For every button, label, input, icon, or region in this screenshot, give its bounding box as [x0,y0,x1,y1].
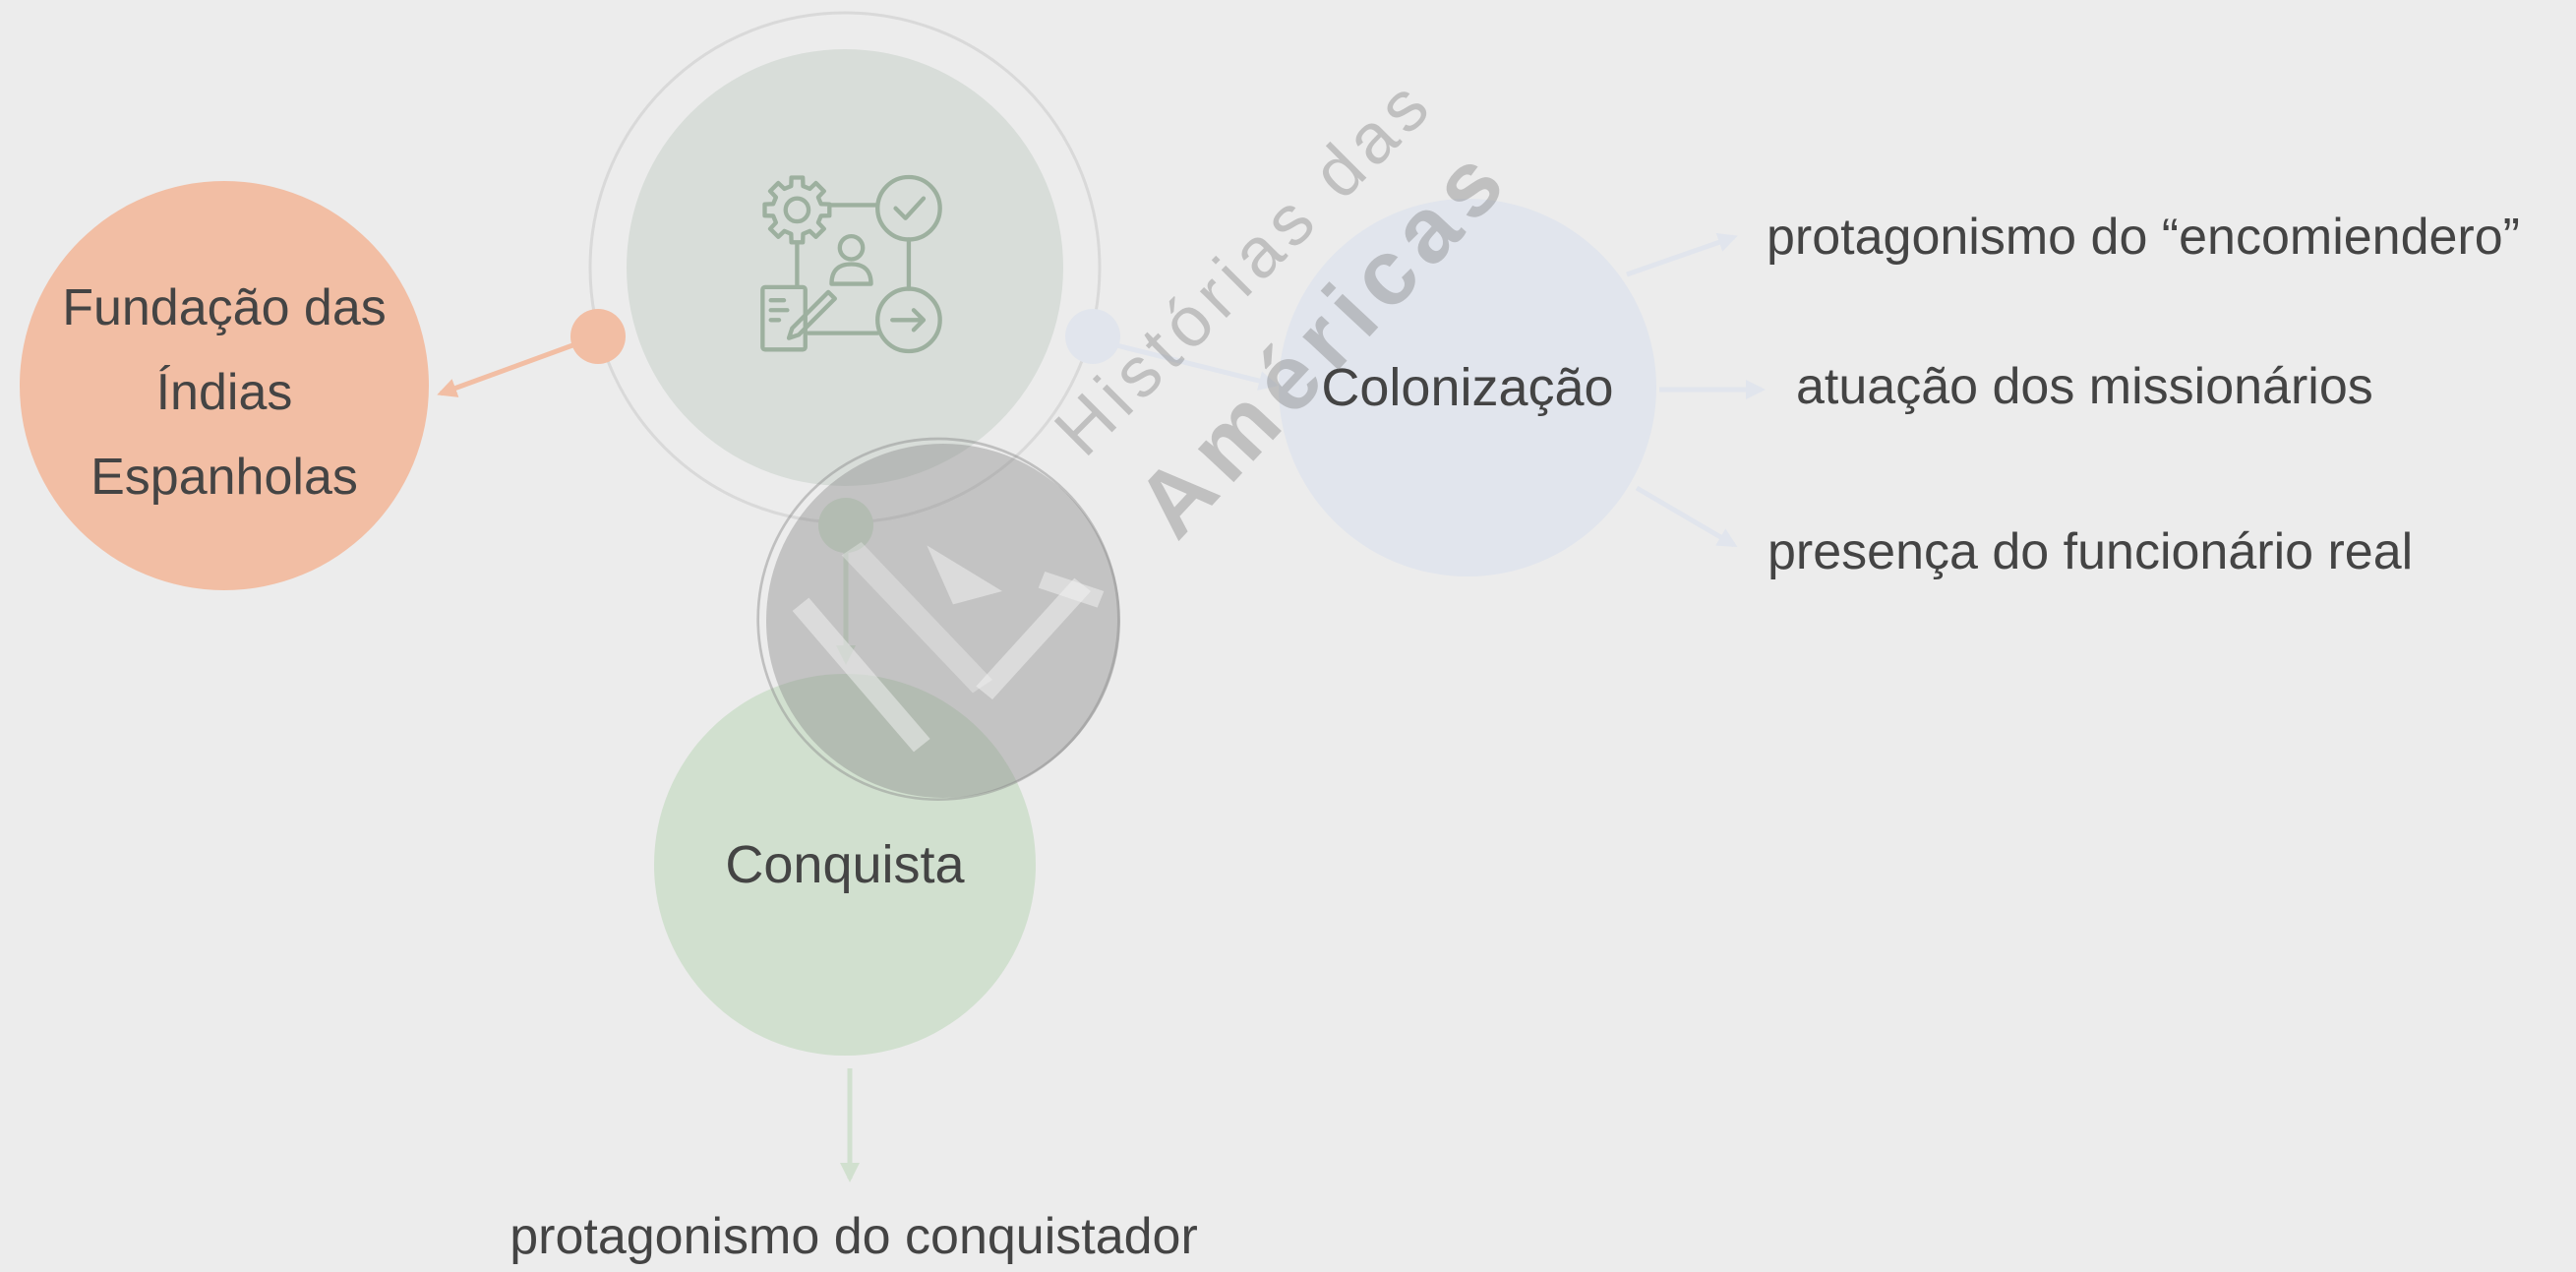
document-edit-icon [760,284,837,352]
node-fundacao-das-indias-espanholas: Fundação das Índias Espanholas [20,181,429,590]
center-circle [627,49,1063,486]
arrow-to-fundacao [437,341,576,397]
node-fundacao-label: Fundação das Índias Espanholas [62,266,387,519]
workflow-connector-lines [795,203,912,335]
leaf-presenca-funcionario-real: presença do funcionário real [1767,523,2414,580]
arrow-to-encomiendero [1626,232,1738,277]
gear-icon [762,175,832,245]
arrow-to-funcionario-real [1635,485,1738,548]
connector-dot-colonizacao [1065,309,1120,364]
node-fundacao-label-line: Índias [155,364,293,421]
arrow-to-colonizacao [1115,342,1279,391]
node-fundacao-label-line: Fundação das [62,279,387,336]
leaf-atuacao-missionarios: atuação dos missionários [1796,358,2373,415]
connector-dot-conquista [818,498,873,553]
arrow-right-circle-icon [875,286,942,354]
node-colonizacao: Colonização [1279,199,1656,576]
node-fundacao-label-line: Espanholas [90,449,358,506]
leaf-protagonismo-encomiendero: protagonismo do “encomiendero” [1767,209,2520,266]
node-conquista-label: Conquista [725,835,965,894]
check-circle-icon [875,174,942,242]
leaf-protagonismo-conquistador: protagonismo do conquistador [509,1208,1198,1265]
person-icon [829,233,873,286]
node-conquista: Conquista [654,674,1036,1056]
connector-dot-fundacao [570,309,626,364]
node-colonizacao-label: Colonização [1321,358,1614,417]
workflow-icon [760,174,942,354]
workflow-icon-strokes [760,174,942,354]
